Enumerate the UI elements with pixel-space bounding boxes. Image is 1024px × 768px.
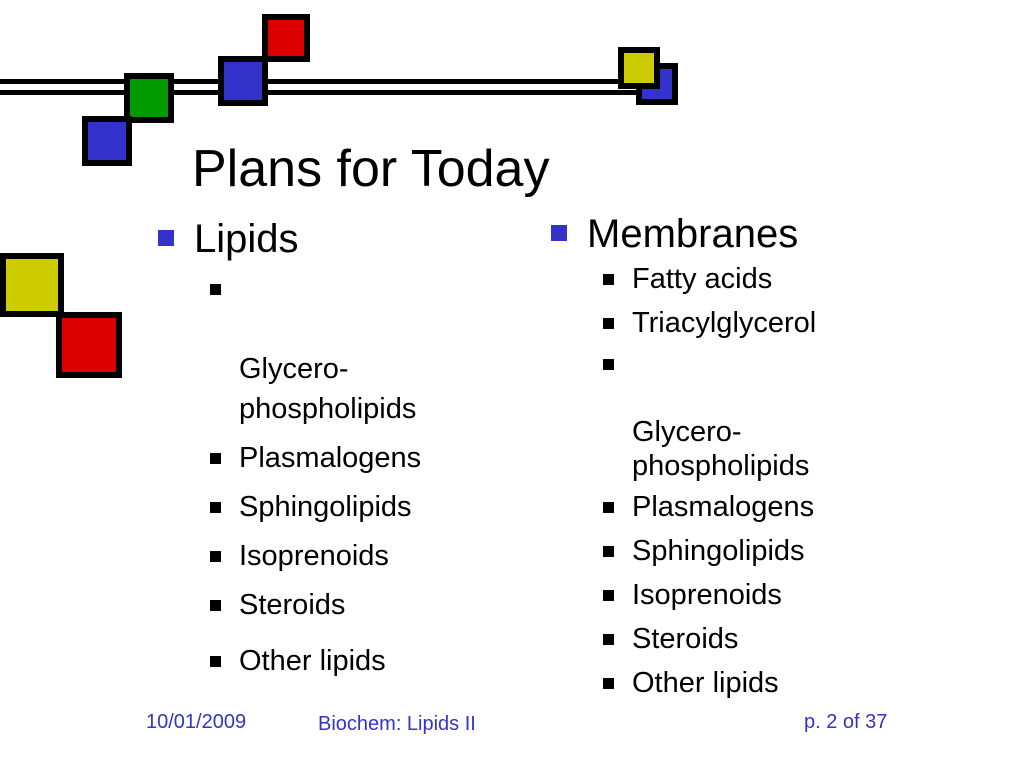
square-bullet-icon (158, 230, 174, 246)
left-list-item: Plasmalogens (158, 438, 421, 478)
left-item-text: Steroids (239, 589, 346, 621)
right-column: Membranes Fatty acids Triacylglycerol Gl… (551, 210, 816, 703)
right-list-item: Triacylglycerol (551, 303, 816, 343)
square-bullet-icon (210, 551, 221, 562)
slide-title: Plans for Today (192, 140, 550, 198)
right-item-text: Other lipids (632, 667, 779, 699)
left-heading-text: Lipids (194, 217, 299, 261)
decorative-square-blue-mid (218, 56, 268, 106)
right-column-heading: Membranes (551, 210, 816, 258)
right-list-item: Isoprenoids (551, 575, 816, 615)
left-column: Lipids Glycero- phospholipids Plasmaloge… (158, 215, 421, 681)
left-list-item: Glycero- phospholipids (158, 269, 421, 429)
right-list-item: Glycero- phospholipids (551, 347, 816, 483)
square-bullet-icon (210, 600, 221, 611)
right-item-text: Triacylglycerol (632, 307, 817, 339)
left-list-item: Sphingolipids (158, 487, 421, 527)
right-list-item: Fatty acids (551, 259, 816, 299)
square-bullet-icon (603, 678, 614, 689)
right-item-text: Fatty acids (632, 263, 773, 295)
left-column-heading: Lipids (158, 215, 421, 263)
left-list-item: Isoprenoids (158, 536, 421, 576)
square-bullet-icon (603, 634, 614, 645)
square-bullet-icon (603, 274, 614, 285)
left-item-text: Sphingolipids (239, 491, 412, 523)
square-bullet-icon (603, 318, 614, 329)
square-bullet-icon (210, 656, 221, 667)
decorative-square-green (124, 73, 174, 123)
square-bullet-icon (603, 590, 614, 601)
square-bullet-icon (210, 284, 221, 295)
right-item-text: Glycero- phospholipids (632, 416, 810, 482)
decorative-line-upper (0, 79, 660, 84)
footer-course: Biochem: Lipids II (318, 713, 476, 735)
right-heading-text: Membranes (587, 212, 799, 256)
square-bullet-icon (603, 502, 614, 513)
right-list-item: Sphingolipids (551, 531, 816, 571)
left-list-item: Other lipids (158, 641, 421, 681)
square-bullet-icon (210, 453, 221, 464)
left-item-text: Glycero- phospholipids (239, 353, 417, 425)
left-item-text: Plasmalogens (239, 442, 422, 474)
right-item-text: Sphingolipids (632, 535, 805, 567)
left-item-text: Isoprenoids (239, 540, 389, 572)
decorative-line-lower (0, 90, 660, 95)
right-list-item: Steroids (551, 619, 816, 659)
square-bullet-icon (210, 502, 221, 513)
right-list-item: Other lipids (551, 663, 816, 703)
decorative-square-blue-left (82, 116, 132, 166)
square-bullet-icon (551, 225, 567, 241)
square-bullet-icon (603, 359, 614, 370)
right-item-text: Steroids (632, 623, 739, 655)
right-item-text: Isoprenoids (632, 579, 782, 611)
decorative-square-yellow-left (0, 253, 64, 317)
decorative-square-red-top (262, 14, 310, 62)
square-bullet-icon (603, 546, 614, 557)
footer-page-number: p. 2 of 37 (804, 711, 888, 733)
footer-date: 10/01/2009 (146, 711, 247, 733)
decorative-square-red-left (56, 312, 122, 378)
decorative-square-yellow-right (618, 47, 660, 89)
right-list-item: Plasmalogens (551, 487, 816, 527)
left-item-text: Other lipids (239, 645, 386, 677)
left-list-item: Steroids (158, 585, 421, 625)
right-item-text: Plasmalogens (632, 491, 815, 523)
